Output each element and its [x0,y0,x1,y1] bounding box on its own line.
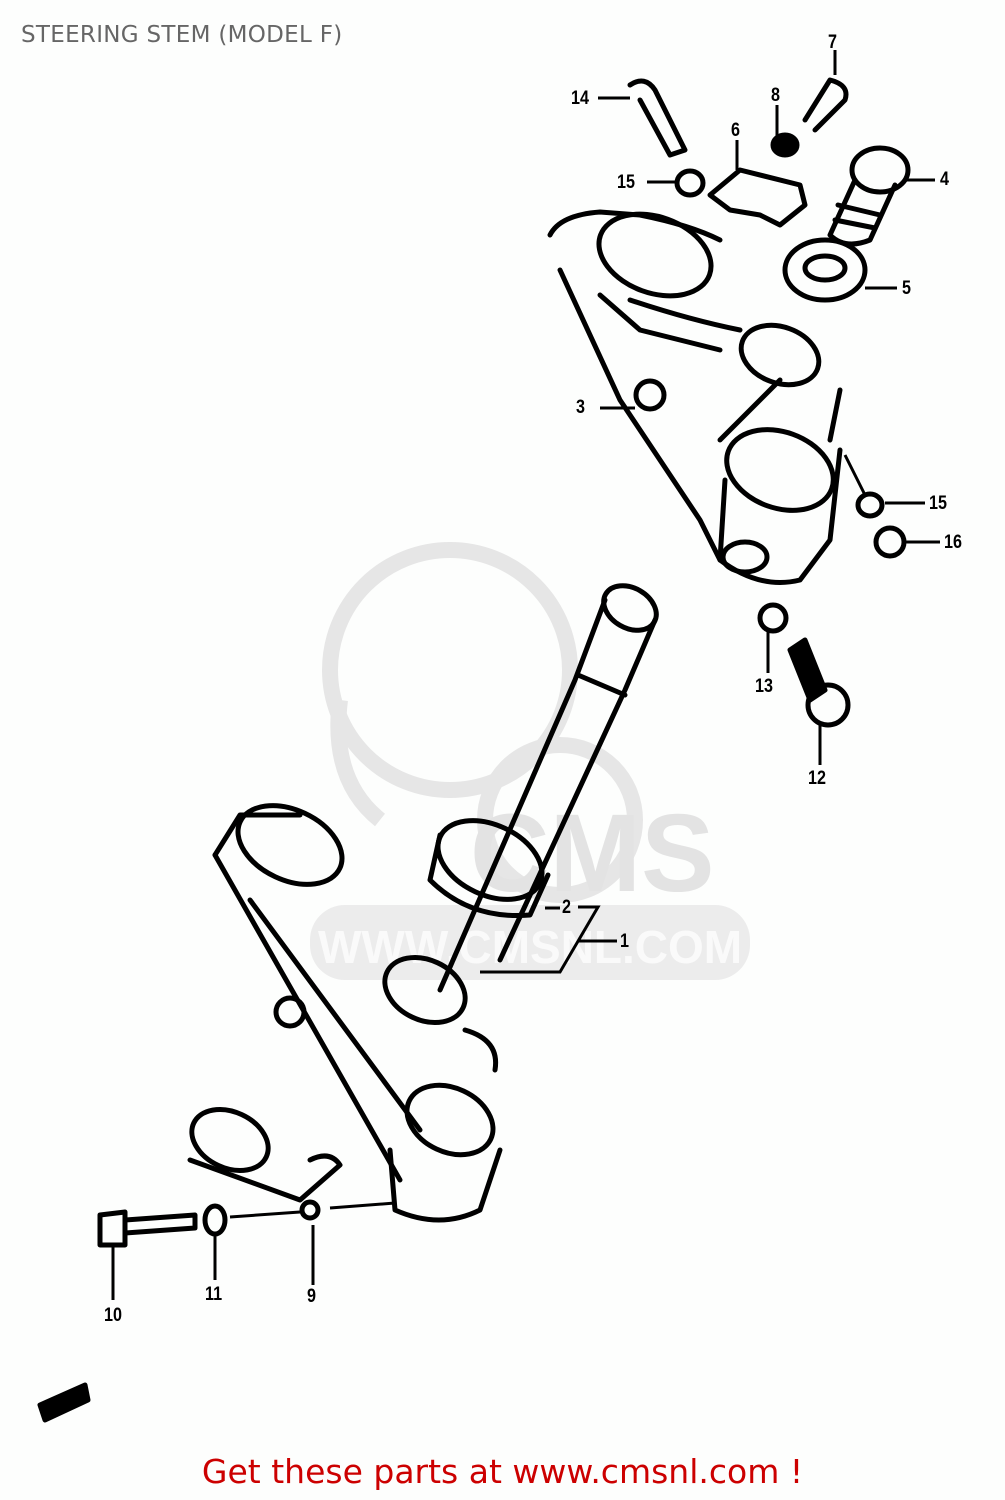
callout-12: 12 [808,768,826,789]
stem-head-bolt-part [827,145,911,247]
callout-2: 2 [562,897,571,918]
steering-stem-part [382,583,659,1025]
stray-mark [37,1382,91,1423]
bolt-12-part [787,637,828,703]
callout-15-top: 15 [617,172,635,193]
callout-14: 14 [571,88,589,109]
callout-9: 9 [307,1286,316,1307]
bolt-10-part [97,1209,198,1248]
washer-11-part [202,1203,228,1237]
callout-3: 3 [576,397,585,418]
callout-5: 5 [902,278,911,299]
upper-bracket-part [547,209,843,585]
lower-bracket-part [212,803,503,1223]
callout-13: 13 [755,676,773,697]
washer-13-part [757,602,789,634]
bolt-7-part [802,77,849,133]
washer-5-part [782,237,868,303]
bolt-14-part [627,78,688,158]
callout-1: 1 [620,931,629,952]
bracket-9-part [187,1107,343,1221]
watermark-url: WWW.CMSNL.COM [318,921,743,973]
callout-4: 4 [940,169,949,190]
callout-10: 10 [104,1305,122,1326]
clamp-part [707,167,808,228]
callout-16: 16 [944,532,962,553]
watermark-logo-text: CMS [470,792,715,915]
leader-lines [111,50,940,1300]
washer-15-top-part [674,168,706,198]
footer-link[interactable]: Get these parts at www.cmsnl.com ! [0,1452,1005,1491]
callout-7: 7 [828,32,837,53]
washer-15-right-part [855,491,885,519]
cap-part [770,132,800,158]
callout-8: 8 [771,85,780,106]
footer-text[interactable]: Get these parts at www.cmsnl.com ! [201,1452,804,1491]
page-title: STEERING STEM (MODEL F) [21,22,343,48]
callout-11: 11 [205,1284,223,1305]
callout-15-right: 15 [929,493,947,514]
callout-6: 6 [731,120,740,141]
nut-16-part [873,525,907,559]
